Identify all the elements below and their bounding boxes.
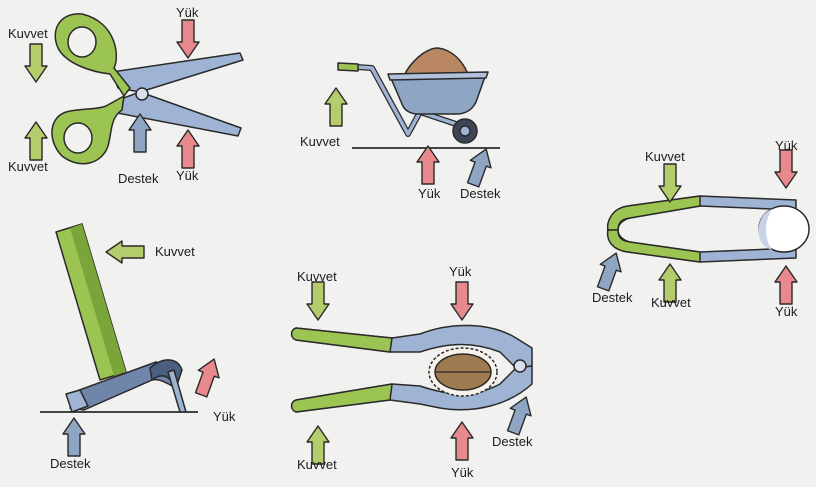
tongs-fulcrum-arrow-12 — [592, 248, 628, 294]
hammer-face — [65, 389, 89, 413]
hammer-force-arrow-13 — [105, 240, 145, 264]
wheelbarrow-load-label-6: Yük — [418, 186, 441, 201]
wheelbarrow-soil — [403, 47, 469, 77]
tongs — [606, 195, 810, 263]
wheelbarrow-hub — [459, 125, 471, 137]
scissors-pivot — [135, 87, 149, 101]
nutcracker-fulcrum-label-20: Destek — [492, 434, 533, 449]
tongs-load-arrow-10 — [774, 149, 798, 189]
hammer-load-arrow-14 — [190, 354, 226, 400]
tongs-fulcrum-label-12: Destek — [592, 290, 633, 305]
scissors-fulcrum-label-4: Destek — [118, 171, 159, 186]
scissors — [51, 13, 244, 165]
tongs-green-lower — [606, 229, 701, 263]
scissors-upper-handle-hole — [67, 26, 97, 58]
scissors-fulcrum-arrow-4 — [128, 113, 152, 153]
nutcracker-hinge — [513, 359, 527, 373]
tongs-green-upper — [606, 195, 701, 231]
nutcracker-force-label-16: Kuvvet — [297, 269, 337, 284]
scissors-load-label-2: Yük — [176, 5, 199, 20]
tongs-force-label-9: Kuvvet — [651, 295, 691, 310]
scissors-force-label-1: Kuvvet — [8, 159, 48, 174]
nutcracker-force-arrow-16 — [306, 281, 330, 321]
scissors-lower-handle-hole — [63, 122, 93, 154]
nutcracker-load-arrow-18 — [450, 281, 474, 321]
scissors-force-arrow-1 — [24, 121, 48, 161]
nutcracker-upper-grip — [290, 327, 393, 353]
tongs-ball-shade — [758, 209, 772, 250]
hammer-handle-shade — [70, 224, 126, 376]
scissors-force-label-0: Kuvvet — [8, 26, 48, 41]
scissors-upper-handle — [54, 13, 131, 97]
nutcracker-load-label-18: Yük — [449, 264, 472, 279]
wheelbarrow-tray-rim — [387, 71, 489, 81]
hammer-fulcrum-arrow-15 — [62, 417, 86, 457]
scissors-upper-blade — [111, 52, 244, 93]
tongs-load-label-10: Yük — [775, 138, 798, 153]
nutcracker — [290, 324, 533, 413]
hammer-load-label-14: Yük — [213, 409, 236, 424]
scissors-load-label-3: Yük — [176, 168, 199, 183]
scissors-load-arrow-2 — [176, 19, 200, 59]
wheelbarrow-force-label-5: Kuvvet — [300, 134, 340, 149]
nutcracker-load-label-19: Yük — [451, 465, 474, 480]
nutcracker-force-label-17: Kuvvet — [297, 457, 337, 472]
tongs-force-label-8: Kuvvet — [645, 149, 685, 164]
scissors-force-arrow-0 — [24, 43, 48, 83]
hammer-force-label-13: Kuvvet — [155, 244, 195, 259]
wheelbarrow-force-arrow-5 — [324, 87, 348, 127]
hammer — [40, 223, 198, 413]
wheelbarrow-fulcrum-label-7: Destek — [460, 186, 501, 201]
hammer-fulcrum-label-15: Destek — [50, 456, 91, 471]
wheelbarrow-handle — [337, 62, 359, 72]
wheelbarrow-tray — [389, 73, 487, 115]
wheelbarrow — [337, 47, 500, 149]
tongs-load-arrow-11 — [774, 265, 798, 305]
tongs-force-arrow-8 — [658, 163, 682, 203]
scissors-load-arrow-3 — [176, 129, 200, 169]
nail — [167, 369, 187, 413]
nutcracker-lower-grip — [290, 383, 393, 413]
tongs-load-label-11: Yük — [775, 304, 798, 319]
nutcracker-load-arrow-19 — [450, 421, 474, 461]
wheelbarrow-frame-fill — [340, 64, 464, 136]
wheelbarrow-fulcrum-arrow-7 — [462, 144, 498, 190]
wheelbarrow-load-arrow-6 — [416, 145, 440, 185]
